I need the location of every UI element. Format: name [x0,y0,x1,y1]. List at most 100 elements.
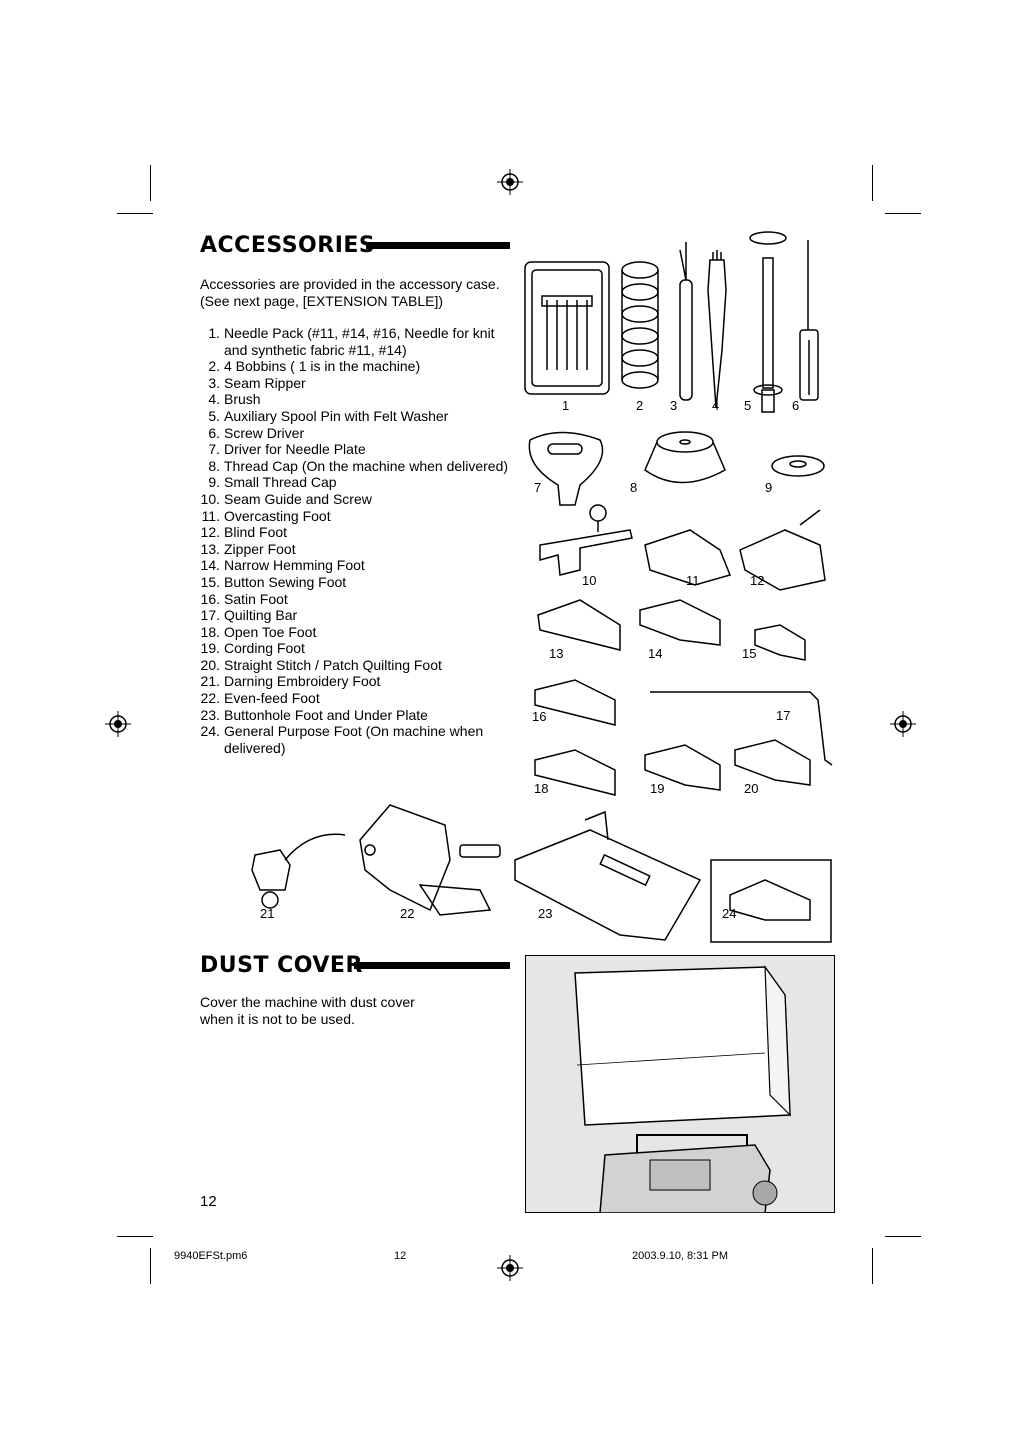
figure-label: 10 [582,573,597,588]
registration-mark-icon [497,169,523,195]
crop-mark [872,1248,873,1284]
cording-foot-icon [644,744,721,791]
list-item: 15.Button Sewing Foot [200,573,347,590]
list-item: 18.Open Toe Foot [200,623,317,640]
list-item: 8.Thread Cap (On the machine when delive… [208,457,509,474]
screw-driver-icon [799,240,819,401]
figure-label: 7 [534,480,542,495]
crop-mark [150,1248,151,1284]
crop-mark [885,213,921,214]
needle-plate-driver-icon [528,431,604,506]
brush-icon [707,250,727,409]
small-thread-cap-icon [771,455,825,477]
overcasting-foot-icon [644,529,732,586]
open-toe-foot-icon [534,749,616,796]
list-item: 22.Even-feed Foot [200,690,320,707]
blind-foot-icon [739,529,826,591]
list-item: 12.Blind Foot [200,524,288,541]
crop-mark [117,1236,153,1237]
figure-label: 21 [260,906,275,921]
registration-mark-icon [105,711,131,737]
dust-cover-title-bar [354,962,510,969]
figure-label: 20 [744,781,759,796]
figure-label: 4 [712,398,720,413]
list-item: 20.Straight Stitch / Patch Quilting Foot [200,656,442,673]
figure-label: 8 [630,480,638,495]
intro-line-2: (See next page, [EXTENSION TABLE]) [200,293,444,309]
list-item: 24.General Purpose Foot (On machine when… [200,723,484,756]
accessories-title: ACCESSORIES [200,233,376,258]
figure-label: 19 [650,781,665,796]
intro-line-1: Accessories are provided in the accessor… [200,276,500,292]
dust-cover-line-1: Cover the machine with dust cover [200,994,415,1010]
list-item: 5.Auxiliary Spool Pin with Felt Washer [208,407,449,424]
figure-label: 22 [400,906,415,921]
list-item: 1.Needle Pack (#11, #14, #16, Needle for… [208,325,495,358]
even-feed-foot-icon [359,804,501,916]
figure-label: 6 [792,398,800,413]
page-number: 12 [200,1193,217,1210]
accessories-intro: Accessories are provided in the accessor… [200,276,500,310]
registration-mark-icon [497,1255,523,1281]
figure-label: 14 [648,646,663,661]
general-purpose-foot-icon [729,879,811,921]
list-item: 10.Seam Guide and Screw [200,490,372,507]
list-item: 23.Buttonhole Foot and Under Plate [200,706,428,723]
figure-label: 2 [636,398,644,413]
figure-label: 17 [776,708,791,723]
figure-label: 13 [549,646,564,661]
list-item: 19.Cording Foot [200,640,305,657]
darning-foot-icon [251,833,346,909]
dust-cover-line-2: when it is not to be used. [200,1011,355,1027]
button-sewing-foot-icon [754,624,806,661]
figure-label: 18 [534,781,549,796]
figure-label: 5 [744,398,752,413]
accessories-illustration [524,231,833,796]
footer-timestamp: 2003.9.10, 8:31 PM [632,1250,729,1262]
registration-mark-icon [890,711,916,737]
figure-label: 1 [562,398,570,413]
list-item: 16.Satin Foot [200,590,288,607]
figure-label: 15 [742,646,757,661]
figure-label: 24 [722,906,737,921]
list-item: 17.Quilting Bar [200,607,298,624]
figure-label: 9 [765,480,773,495]
straight-stitch-foot-icon [734,739,811,786]
spool-pin-icon [749,231,787,413]
list-item: 4.Brush [208,391,261,408]
figure-label: 16 [532,709,547,724]
crop-mark [885,1236,921,1237]
dust-cover-text: Cover the machine with dust cover when i… [200,994,415,1028]
thread-cap-icon [644,431,726,484]
list-item: 7.Driver for Needle Plate [208,441,366,458]
crop-mark [150,165,151,201]
figure-label: 3 [670,398,678,413]
list-item: 9.Small Thread Cap [208,474,337,491]
seam-ripper-icon [679,242,693,401]
dust-cover-title: DUST COVER [200,953,363,978]
quilting-bar-icon [650,691,833,766]
figure-label: 12 [750,573,765,588]
list-item: 13.Zipper Foot [200,540,296,557]
buttonhole-foot-icon [514,810,702,941]
footer-file-name: 9940EFSt.pm6 [174,1250,248,1262]
crop-mark [117,213,153,214]
narrow-hemming-foot-icon [639,599,721,646]
figure-label: 23 [538,906,553,921]
crop-mark [872,165,873,201]
accessories-title-bar [366,242,510,249]
seam-guide-icon [539,504,633,576]
list-item: 2.4 Bobbins ( 1 is in the machine) [208,358,421,375]
presser-feet-illustration [251,804,832,943]
list-item: 6.Screw Driver [208,424,305,441]
satin-foot-icon [534,679,616,726]
zipper-foot-icon [537,599,621,651]
list-item: 3.Seam Ripper [208,374,306,391]
footer-page: 12 [394,1250,407,1262]
figure-label: 11 [686,573,700,588]
list-item: 14.Narrow Hemming Foot [200,557,365,574]
needle-pack-icon [524,261,610,395]
accessory-list: 1.Needle Pack (#11, #14, #16, Needle for… [200,325,520,756]
dust-cover-illustration [525,955,835,1213]
bobbins-icon [621,261,659,389]
